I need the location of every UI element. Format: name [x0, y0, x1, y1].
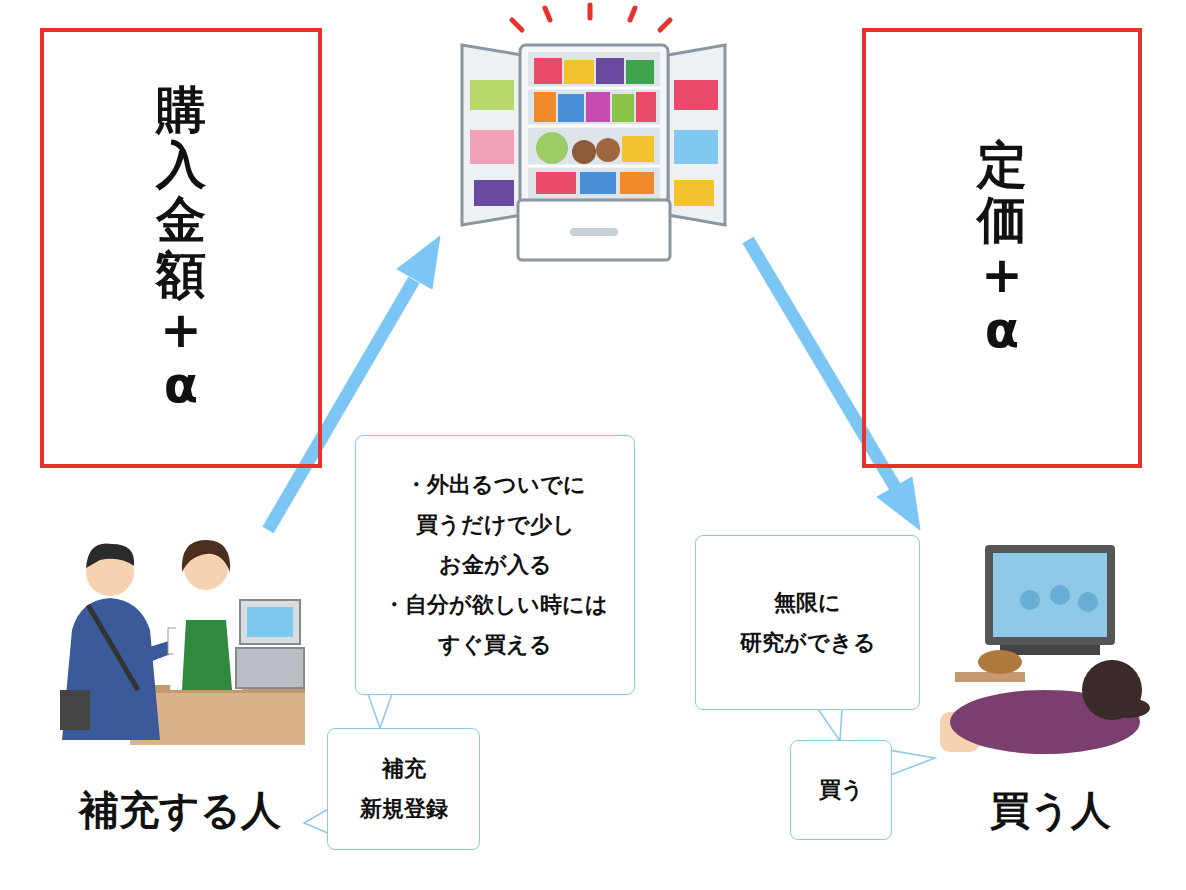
speech-bubble: 無限に 研究ができる [695, 535, 920, 710]
bubble-text: ・外出るついでに 買うだけで少し お金が入る [382, 465, 609, 585]
bubble-text: ・自分が欲しい時には すぐ買える [382, 585, 609, 665]
buyer-illustration [940, 545, 1150, 754]
bubble-text: 無限に 研究ができる [738, 583, 877, 663]
bubble-text: 補充 新規登録 [356, 749, 451, 829]
fridge-illustration [462, 5, 725, 260]
speech-bubble: 補充 新規登録 [327, 728, 480, 850]
price-box: 定価+α [862, 28, 1142, 468]
role-label: 補充する人 [79, 783, 281, 838]
role-label: 買う人 [990, 783, 1111, 838]
speech-bubble: 買う [790, 740, 892, 840]
flow-arrow [748, 240, 920, 530]
bubble-tail [818, 709, 842, 741]
bubble-text: 買う [819, 770, 864, 810]
speech-bubble: ・外出るついでに 買うだけで少し お金が入る・自分が欲しい時には すぐ買える [355, 435, 635, 695]
vertical-text: 購入金額+α [146, 83, 216, 413]
bubble-tail [368, 694, 392, 728]
vertical-text: 定価+α [967, 138, 1037, 358]
price-box: 購入金額+α [40, 28, 322, 468]
bubble-tail [888, 750, 935, 776]
refill-person-illustration [60, 540, 305, 745]
